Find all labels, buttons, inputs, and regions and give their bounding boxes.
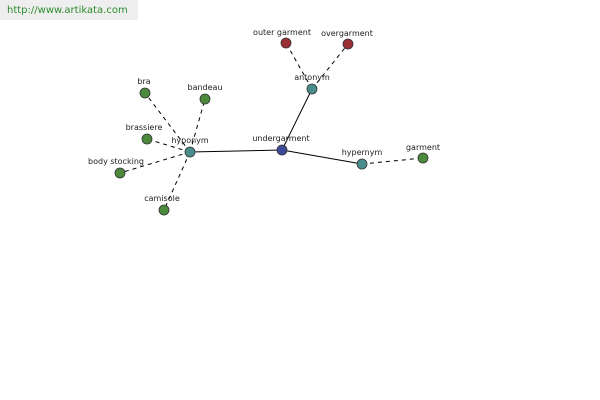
edge-hyponym-bandeau xyxy=(189,98,206,153)
node-bandeau[interactable] xyxy=(199,93,211,105)
edge-center-hypernym xyxy=(281,149,363,165)
label-bandeau[interactable]: bandeau xyxy=(187,83,222,92)
node-garment[interactable] xyxy=(417,152,429,164)
graph-edges xyxy=(119,42,424,211)
label-bra[interactable]: bra xyxy=(137,77,150,86)
label-overgarment[interactable]: overgarment xyxy=(321,29,373,38)
url-banner: http://www.artikata.com xyxy=(0,0,138,20)
node-overgarment[interactable] xyxy=(342,38,354,50)
label-hyponym[interactable]: hyponym xyxy=(171,136,209,145)
node-antonym[interactable] xyxy=(306,83,318,95)
graph-labels: undergarment hyponym antonym hypernym br… xyxy=(88,28,440,203)
label-garment[interactable]: garment xyxy=(406,143,440,152)
edge-hyponym-camisole xyxy=(163,151,191,211)
edge-center-hyponym xyxy=(189,149,283,153)
label-body-stocking[interactable]: body stocking xyxy=(88,157,144,166)
node-camisole[interactable] xyxy=(158,204,170,216)
label-camisole[interactable]: camisole xyxy=(144,194,180,203)
label-undergarment[interactable]: undergarment xyxy=(252,134,309,143)
node-brassiere[interactable] xyxy=(141,133,153,145)
edge-center-antonym xyxy=(281,88,313,151)
edge-hypernym-garment xyxy=(361,157,424,165)
label-brassiere[interactable]: brassiere xyxy=(126,123,163,132)
edge-antonym-outer-garment xyxy=(285,42,313,90)
edge-antonym-overgarment xyxy=(311,43,349,90)
graph-nodes xyxy=(114,37,429,216)
label-outer-garment[interactable]: outer garment xyxy=(253,28,311,37)
node-bra[interactable] xyxy=(139,87,151,99)
site-url[interactable]: http://www.artikata.com xyxy=(7,5,128,16)
node-outer-garment[interactable] xyxy=(280,37,292,49)
label-antonym[interactable]: antonym xyxy=(294,73,330,82)
label-hypernym[interactable]: hypernym xyxy=(342,148,383,157)
node-body-stocking[interactable] xyxy=(114,167,126,179)
node-hyponym[interactable] xyxy=(184,146,196,158)
node-hypernym[interactable] xyxy=(356,158,368,170)
node-undergarment[interactable] xyxy=(276,144,288,156)
